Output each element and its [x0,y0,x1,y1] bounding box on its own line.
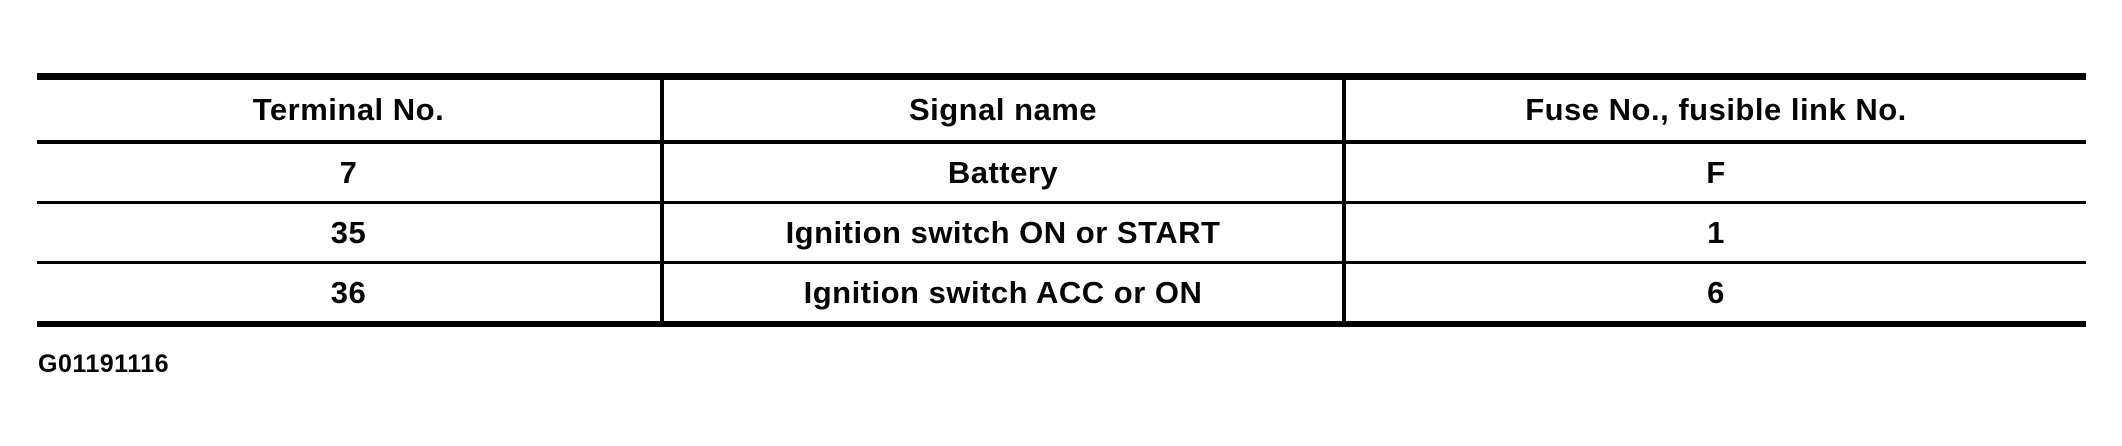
cell-fuse-no: 6 [1342,262,2086,324]
cell-terminal-no: 7 [37,142,662,204]
header-cell-fuse-no: Fuse No., fusible link No. [1342,76,2086,144]
cell-terminal-no: 35 [37,202,662,264]
cell-signal-name: Battery [660,142,1344,204]
table-row: 36 Ignition switch ACC or ON 6 [37,262,2086,324]
table-row: 35 Ignition switch ON or START 1 [37,202,2086,264]
cell-fuse-no: F [1342,142,2086,204]
table-header-row: Terminal No. Signal name Fuse No., fusib… [37,76,2086,144]
cell-terminal-no: 36 [330,274,367,310]
table-row: 7 Battery F [37,142,2086,204]
header-cell-terminal-no: Terminal No. [37,76,662,144]
cell-signal-name: Ignition switch ACC or ON [660,262,1344,324]
cell-fuse-no: 1 [1342,202,2086,264]
header-cell-signal-name: Signal name [660,76,1344,144]
cell-signal-name: Ignition switch ON or START [660,202,1344,264]
terminal-signal-fuse-table: Terminal No. Signal name Fuse No., fusib… [37,73,2086,327]
figure-id-label: G01191116 [38,350,170,378]
